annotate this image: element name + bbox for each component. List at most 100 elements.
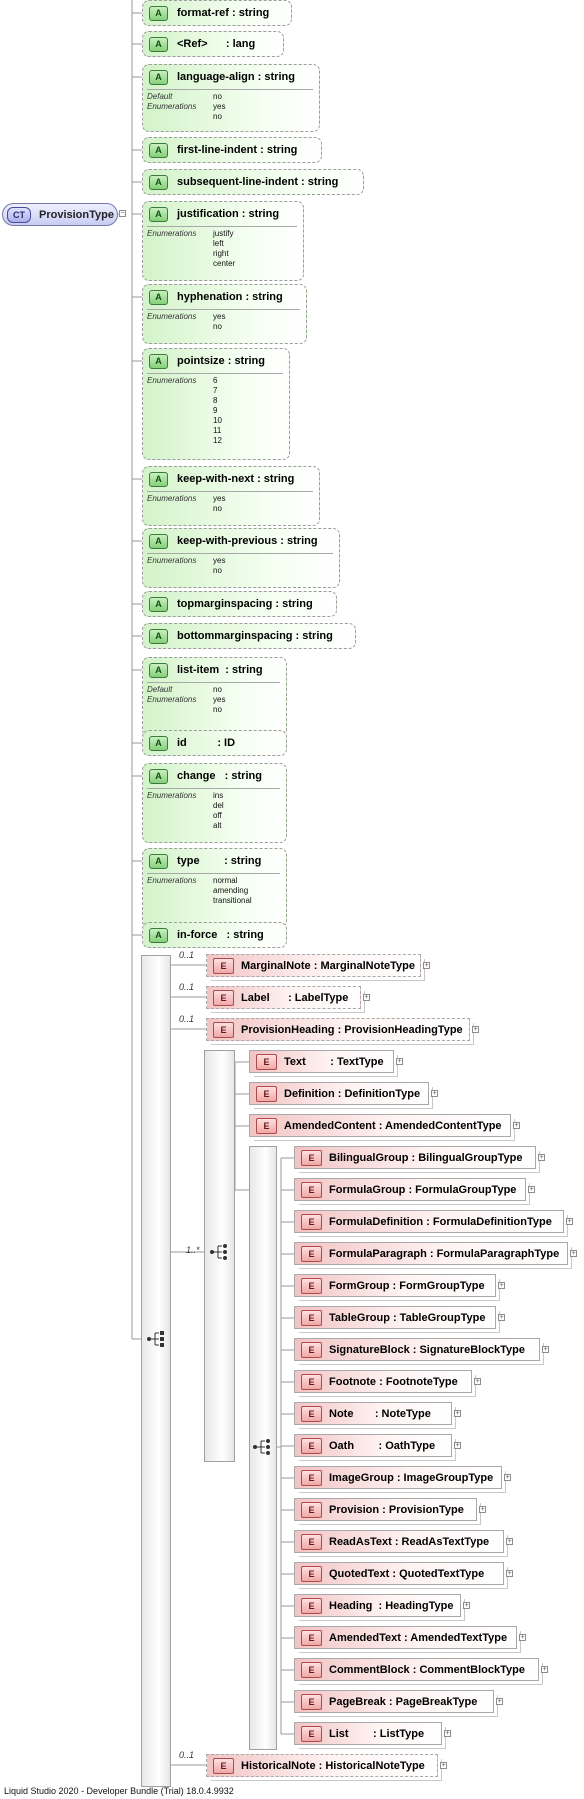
facet-value: 12 [213,436,222,445]
expand-icon[interactable]: + [423,962,430,969]
root-complex-type[interactable]: CT ProvisionType [2,203,118,226]
expand-icon[interactable]: + [513,1122,520,1129]
element-label: FormulaParagraph : FormulaParagraphType [329,1247,560,1260]
attribute-label: hyphenation : string [177,291,283,303]
facet-value: yes [213,102,226,111]
choice-compositor[interactable] [204,1050,235,1462]
expand-icon[interactable]: + [498,1282,505,1289]
expand-icon[interactable]: + [528,1186,535,1193]
expand-icon[interactable]: + [454,1442,461,1449]
expand-icon[interactable]: + [444,1730,451,1737]
expand-icon[interactable]: + [498,1314,505,1321]
attribute-1[interactable]: A<Ref> : lang [142,31,284,57]
expand-icon[interactable]: + [440,1762,447,1769]
expand-icon[interactable]: + [472,1026,479,1033]
expand-icon[interactable]: + [538,1154,545,1161]
element-badge: E [256,1053,277,1070]
expand-icon[interactable]: + [396,1058,403,1065]
element-label: ProvisionHeading : ProvisionHeadingType [241,1023,463,1036]
element-label: CommentBlock : CommentBlockType [329,1663,525,1676]
expand-icon[interactable]: + [519,1634,526,1641]
expand-icon[interactable]: + [454,1410,461,1417]
facet-value: no [213,685,222,694]
expand-icon[interactable]: + [496,1698,503,1705]
expand-icon[interactable]: + [463,1602,470,1609]
expand-icon[interactable]: + [542,1346,549,1353]
facet-value: amending [213,886,249,895]
element-label: TableGroup : TableGroupType [329,1311,486,1324]
collapse-icon[interactable]: − [119,210,126,217]
element-label: FormulaDefinition : FormulaDefinitionTyp… [329,1215,552,1228]
expand-icon[interactable]: + [363,994,370,1001]
sequence-compositor[interactable] [141,955,171,1787]
expand-icon[interactable]: + [474,1378,481,1385]
facet-value: 9 [213,406,218,415]
element-label: Text : TextType [284,1055,384,1068]
choice-element-0[interactable]: E Text : TextType [249,1050,398,1077]
expand-icon[interactable]: + [506,1570,513,1577]
expand-icon[interactable]: + [570,1250,577,1257]
expand-icon[interactable]: + [566,1218,573,1225]
expand-icon[interactable]: + [541,1666,548,1673]
element-label: Definition : DefinitionType [284,1087,421,1100]
facet-value: 6 [213,376,218,385]
facet-values: no [213,92,222,102]
expand-icon[interactable]: + [431,1090,438,1097]
attribute-label: list-item : string [177,664,263,676]
expand-icon[interactable]: + [504,1474,511,1481]
expand-icon[interactable]: + [506,1538,513,1545]
expand-icon[interactable]: + [479,1506,486,1513]
attribute-badge: A [149,353,168,369]
attribute-badge: A [149,174,168,190]
element-label: Heading : HeadingType [329,1599,454,1612]
